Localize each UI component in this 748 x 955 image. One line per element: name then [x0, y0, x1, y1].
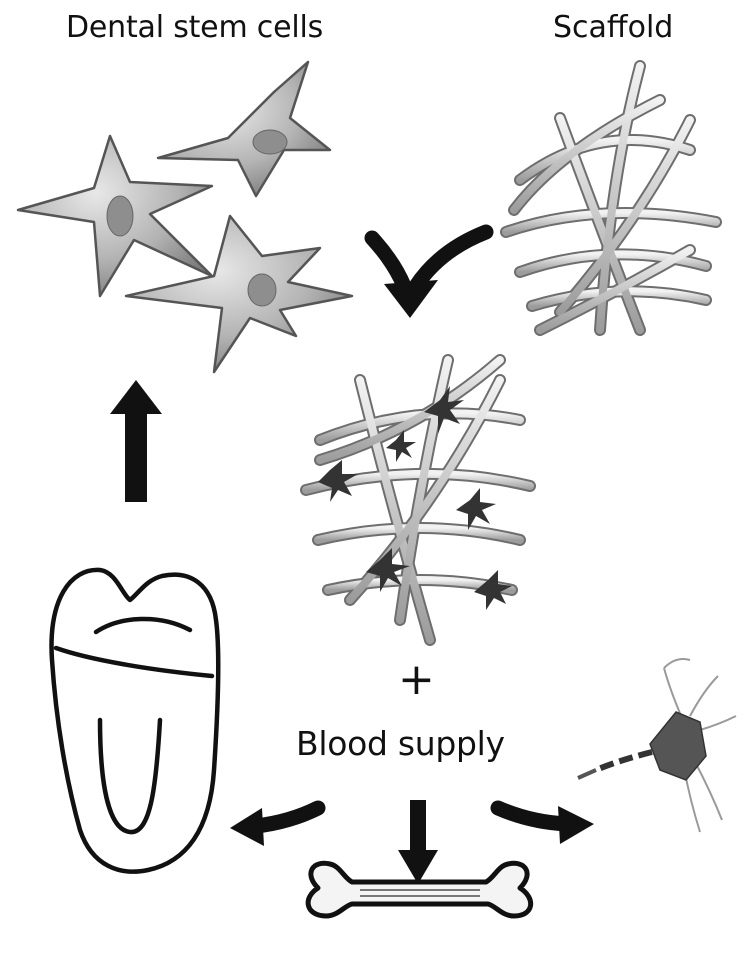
plus-sign: + — [398, 654, 435, 705]
seeded-scaffold-icon — [306, 360, 530, 640]
arrow-icon — [372, 232, 486, 318]
arrow-icon — [398, 800, 438, 884]
scaffold-label: Scaffold — [553, 10, 673, 45]
blood-supply-label: Blood supply — [296, 724, 505, 763]
stem-cells-label: Dental stem cells — [66, 10, 323, 45]
tooth-icon — [52, 570, 219, 872]
scaffold-icon — [506, 66, 716, 330]
stem-cell-icon — [18, 136, 212, 296]
neuron-icon — [578, 659, 736, 832]
arrow-icon — [230, 808, 318, 846]
stem-cell-icon — [158, 62, 330, 196]
arrow-icon — [498, 806, 594, 844]
arrow-icon — [110, 380, 162, 502]
